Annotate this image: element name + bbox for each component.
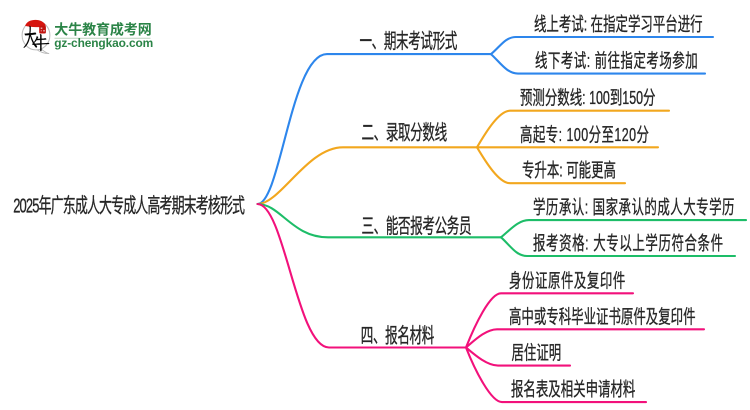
svg-text:学历承认: 国家承认的成人大专学历: 学历承认: 国家承认的成人大专学历	[533, 197, 735, 218]
svg-text:大牛教育成考网: 大牛教育成考网	[54, 21, 151, 37]
svg-text:大: 大	[23, 20, 37, 53]
svg-text:牛: 牛	[31, 32, 50, 56]
svg-text:三、能否报考公务员: 三、能否报考公务员	[362, 215, 472, 238]
svg-text:线上考试: 在指定学习平台进行: 线上考试: 在指定学习平台进行	[534, 14, 703, 35]
svg-text:线下考试: 前往指定考场参加: 线下考试: 前往指定考场参加	[535, 51, 698, 72]
svg-text:预测分数线: 100到150分: 预测分数线: 100到150分	[520, 88, 655, 109]
svg-text:四、报名材料: 四、报名材料	[361, 324, 435, 347]
svg-text:专升本: 可能更高: 专升本: 可能更高	[522, 160, 616, 181]
svg-text:高中或专科毕业证书原件及复印件: 高中或专科毕业证书原件及复印件	[509, 306, 696, 327]
svg-text:二、录取分数线: 二、录取分数线	[362, 121, 448, 144]
svg-text:居住证明: 居住证明	[512, 343, 562, 364]
svg-text:报考资格: 大专以上学历符合条件: 报考资格: 大专以上学历符合条件	[533, 233, 724, 254]
svg-text:gz-chengkao.com: gz-chengkao.com	[54, 36, 153, 50]
svg-text:一、期末考试形式: 一、期末考试形式	[360, 30, 458, 53]
svg-text:高起专: 100分至120分: 高起专: 100分至120分	[520, 124, 649, 145]
svg-text:报名表及相关申请材料: 报名表及相关申请材料	[511, 379, 635, 400]
svg-text:2025年广东成人大专成人高考期末考核形式: 2025年广东成人大专成人高考期末考核形式	[13, 195, 245, 218]
svg-text:身份证原件及复印件: 身份证原件及复印件	[509, 270, 626, 291]
